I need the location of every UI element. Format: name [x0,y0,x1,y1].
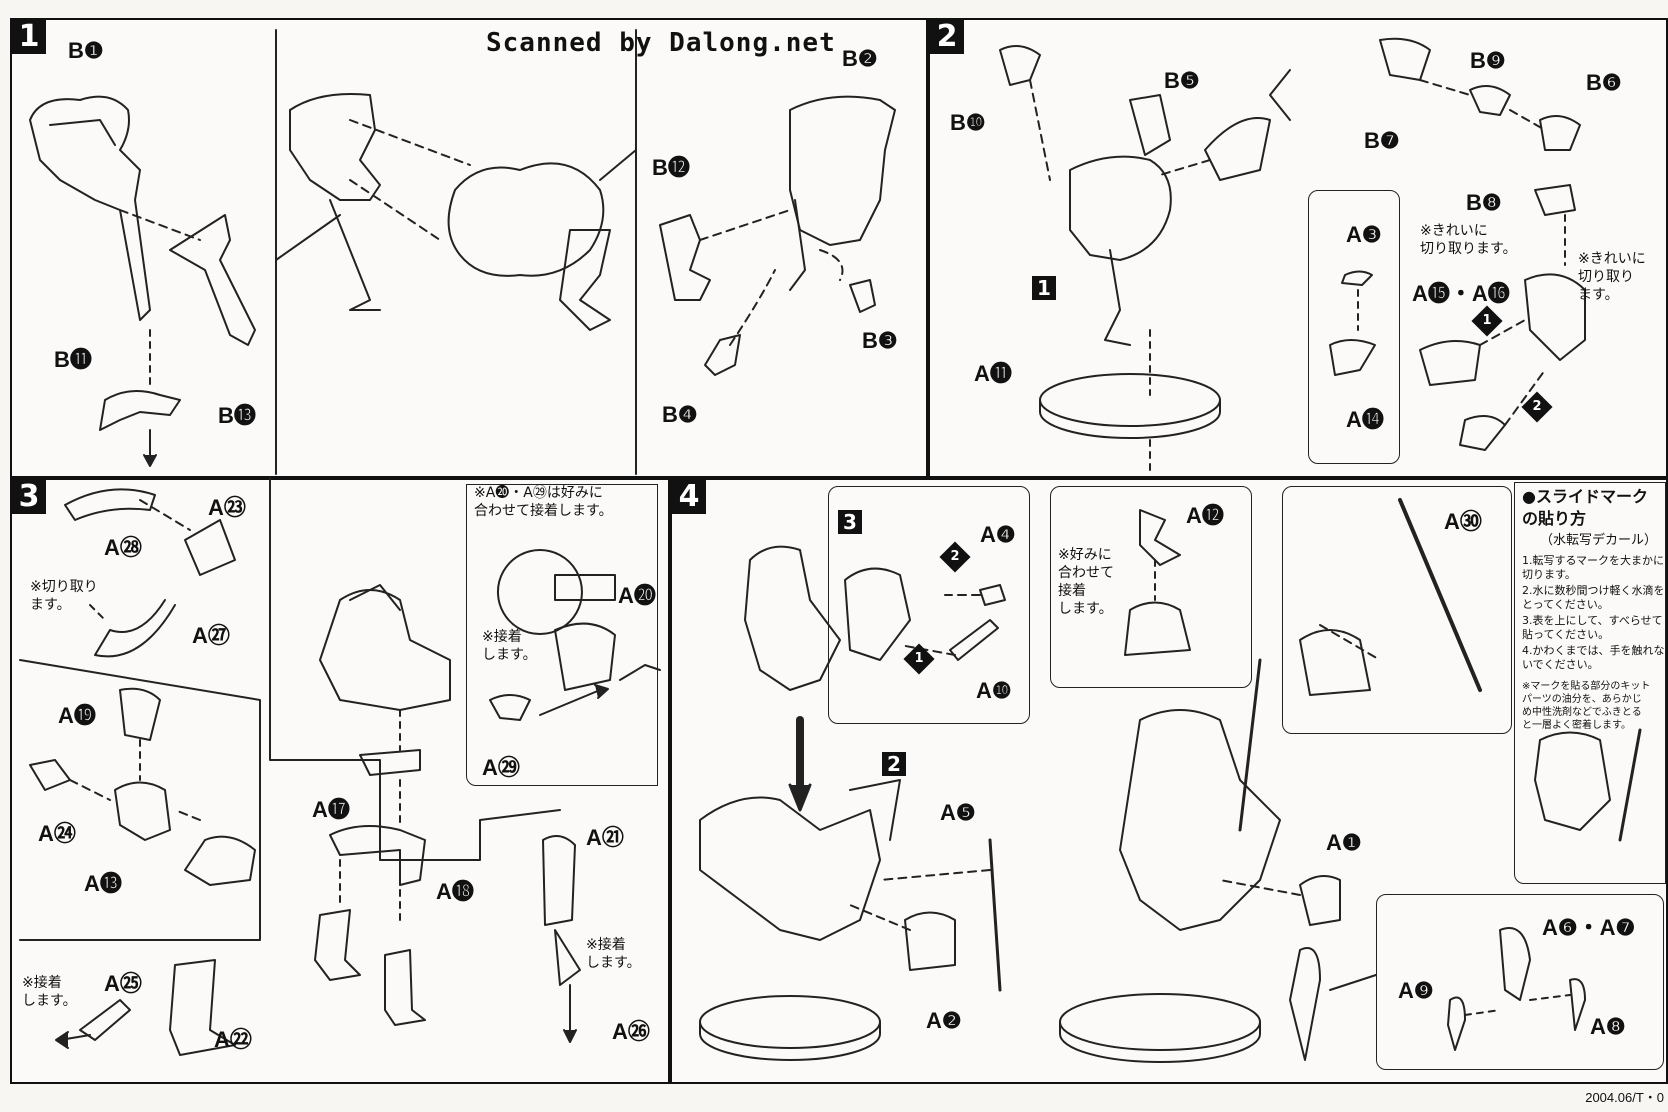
scanned-watermark: Scanned by Dalong.net [486,28,836,58]
slide-mark-step: 2.水に数秒間つけ軽く水滴を とってください。 [1522,584,1665,611]
part-label: A❶ [1326,830,1362,855]
part-label: B❸ [862,328,898,353]
part-label: A㉙ [482,755,520,780]
b1-body-part [29,95,151,321]
part-label: A㉗ [192,623,230,648]
step4-weapon-box [1282,486,1512,734]
doc-code: 2004.06/T・0 [1585,1090,1664,1105]
part-label: A⓱ [312,797,350,822]
order-badge-2: 2 [939,541,971,573]
preference-note: ※好みに 合わせて 接着 します。 [1058,547,1114,617]
sub-step-1-badge: 1 [1032,276,1056,300]
order-badge-1: 1 [1471,305,1503,337]
slide-mark-box [1514,482,1666,884]
part-label: A㉒ [214,1027,252,1052]
part-label: B⓭ [218,403,256,428]
step1-panel [10,18,928,478]
step2-head-detail-box [1308,190,1400,464]
part-label: A㉚ [1444,509,1482,534]
slide-mark-warning: ※マークを貼る部分のキット パーツの油分を、あらかじ め中性洗剤などでふきとる … [1522,681,1651,731]
sub-step-3-badge: 3 [838,510,862,534]
part-label: A⓴ [618,583,656,608]
part-label: B❹ [662,402,698,427]
step-2-number: 2 [930,20,964,54]
b11-foot-part [99,390,181,431]
part-label: B❻ [1586,70,1622,95]
part-label: A⓳ [58,703,96,728]
part-label: A❻・A❼ [1542,915,1636,940]
part-label: B❶ [68,38,104,63]
part-label: A㉔ [38,821,76,846]
slide-mark-step: 4.かわくまでは、手を触れな いでください。 [1522,644,1665,671]
part-label: A❾ [1398,978,1434,1003]
order-badge-1: 1 [903,643,935,675]
part-label: B⓫ [54,347,92,372]
order-badge-2: 2 [1521,391,1553,423]
part-label: A❽ [1590,1014,1626,1039]
part-label: B❺ [1164,68,1200,93]
step-1-number: 1 [12,20,46,54]
slide-mark-step: 3.表を上にして、すべらせて 貼ってください。 [1522,614,1663,641]
part-label: B❿ [950,110,986,135]
cut-note: ※きれいに 切り取ります。 [1420,223,1517,257]
part-label: A㉕ [104,971,142,996]
part-label: A⓯・A⓰ [1412,281,1510,306]
cut-note: ※きれいに 切り取り ます。 [1578,251,1646,303]
part-label: A❹ [980,522,1016,547]
part-label: A❷ [926,1008,962,1033]
part-label: A㉑ [586,825,624,850]
part-label: A⓮ [1346,407,1384,432]
step-3-number: 3 [12,480,46,514]
slide-mark-step: 1.転写するマークを大まかに 切ります。 [1522,554,1665,581]
part-label: A⓬ [1186,503,1224,528]
preference-note: ※A⓴・A㉙は好みに 合わせて接着します。 [474,485,613,519]
glue-note: ※接着 します。 [586,937,641,971]
sub-step-2-badge: 2 [882,752,906,776]
part-label: B⓬ [652,155,690,180]
part-label: A❺ [940,800,976,825]
cut-note: ※切り取り ます。 [30,579,98,613]
part-label: A㉓ [208,495,246,520]
part-label: B❼ [1364,128,1400,153]
part-label: A㉖ [612,1019,650,1044]
slide-mark-title: ●スライドマーク の貼り方 [1522,487,1648,528]
slide-mark-subtitle: （水転写デカール） [1540,533,1658,548]
step4-face-box [1050,486,1252,688]
part-label: A❸ [1346,222,1382,247]
part-label: B❷ [842,46,878,71]
part-label: B❽ [1466,190,1502,215]
glue-note: ※接着 します。 [482,629,537,663]
glue-note: ※接着 します。 [22,975,77,1009]
step3-pref-box [466,484,658,786]
part-label: A⓲ [436,879,474,904]
part-label: A❿ [976,678,1012,703]
part-label: A㉘ [104,535,142,560]
b13-leg-part [169,214,256,346]
step4-parts-box [1376,894,1664,1070]
part-label: B❾ [1470,48,1506,73]
part-label: A⓫ [974,361,1012,386]
step-4-number: 4 [672,480,706,514]
part-label: A⓭ [84,871,122,896]
